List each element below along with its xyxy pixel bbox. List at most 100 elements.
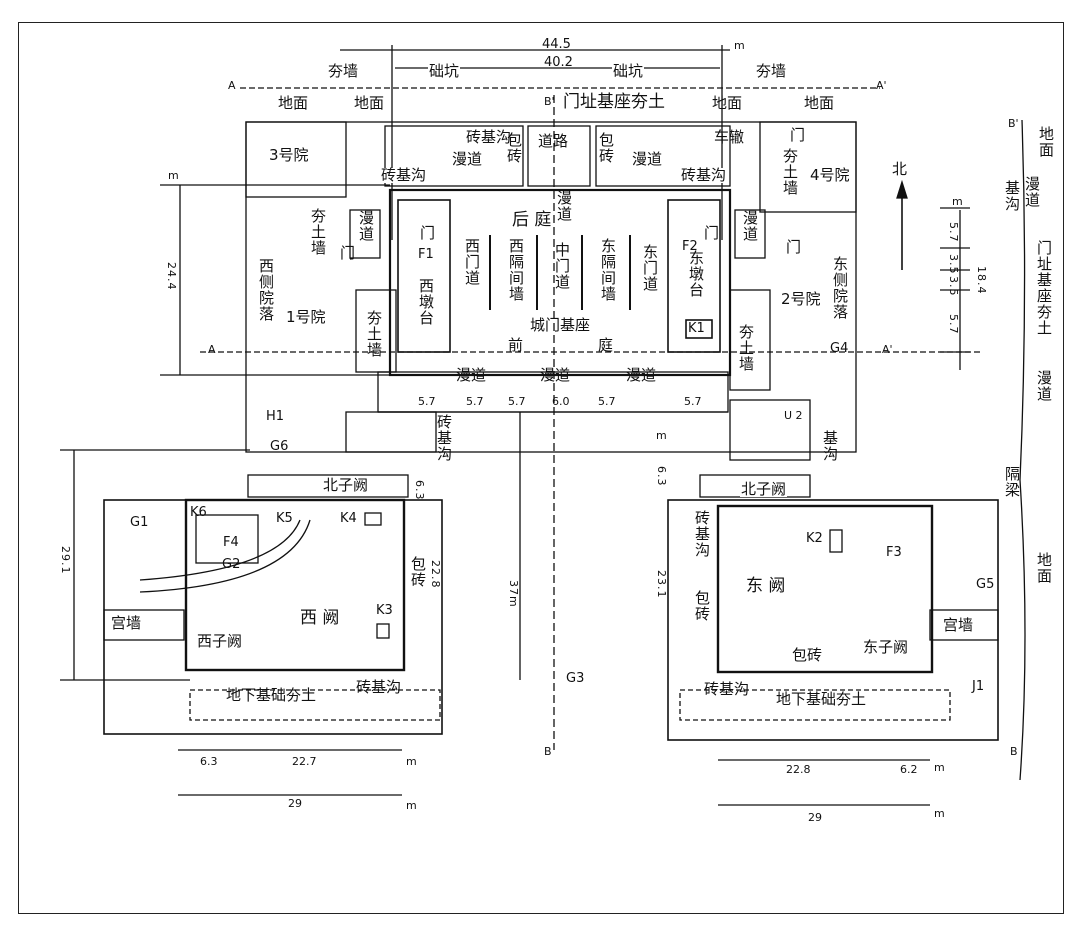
feature-j1-label: J1 [972, 679, 985, 694]
east-sub-que-label: 东子阙 [862, 638, 910, 656]
chukeng-left-label: 础坑 [428, 62, 461, 80]
west-partition-wall-label: 西隔间墙 [507, 238, 525, 302]
brick-trench-label: 砖基沟 [704, 680, 750, 698]
east-que-label: 东 阙 [746, 576, 786, 596]
brick-facing-label: 包砖 [505, 132, 523, 164]
dimension-label: 18.4 [975, 266, 988, 295]
hangqiang-right-label: 夯墙 [756, 62, 787, 80]
ramp-label: 漫道 [632, 150, 663, 168]
brick-trench-label: 砖基沟 [356, 678, 402, 696]
ramp-label: 漫道 [741, 210, 759, 242]
ramp-label: 漫道 [456, 366, 487, 384]
trench-g6-label: G6 [270, 439, 289, 454]
dimian-label: 地面 [278, 94, 309, 112]
feature-f2-label: F2 [682, 239, 698, 254]
gate-base-rammed-earth-label: 门址基座夯土 [1035, 240, 1053, 336]
pit-k4-label: K4 [340, 511, 357, 526]
trench-g3-label: G3 [566, 671, 585, 686]
underground-foundation-label: 地下基础夯土 [226, 686, 317, 704]
gate-base-rammed-earth-label: 门址基座夯土 [562, 92, 666, 112]
palace-wall-label: 宫墙 [942, 616, 975, 634]
section-a-prime-label: A' [876, 79, 887, 92]
yard-3-label: 3号院 [268, 146, 310, 164]
trench-g5-label: G5 [976, 577, 995, 592]
dimension-label: 6.3 [655, 466, 668, 487]
west-que-label: 西 阙 [300, 608, 340, 628]
west-passage-label: 西门道 [463, 238, 481, 286]
ramp-label: 漫道 [626, 366, 657, 384]
east-platform-label: 东墩台 [687, 250, 705, 298]
ramp-label: 漫道 [1035, 370, 1053, 402]
ramp-label: 漫道 [555, 190, 573, 222]
yard-4-label: 4号院 [810, 166, 850, 184]
feature-f4-label: F4 [222, 535, 240, 550]
west-sub-que-label: 西子阙 [196, 632, 244, 650]
north-sub-que-label: 北子阙 [322, 476, 370, 494]
west-courtyard-label: 西侧院落 [257, 258, 275, 322]
section-a-label: A [228, 79, 236, 92]
dimension-label: 3.5 [947, 276, 960, 297]
east-partition-wall-label: 东隔间墙 [599, 238, 617, 302]
section-b-prime-label: B' [1008, 117, 1019, 130]
dimension-label: 6.3 [200, 755, 218, 768]
dimension-label: 6.0 [552, 395, 570, 408]
dimension-label: 5.7 [508, 395, 526, 408]
meter-unit-label: m [406, 799, 417, 812]
meter-unit-label: m [734, 39, 745, 52]
yard-1-label: 1号院 [286, 308, 326, 326]
brick-trench-label: 砖基沟 [693, 510, 711, 558]
chukeng-right-label: 础坑 [612, 62, 645, 80]
foundation-trench-label: 基沟 [821, 430, 839, 462]
rammed-earth-wall-label: 夯土墙 [737, 324, 755, 372]
meter-unit-label: m [656, 429, 667, 442]
ground-label: 地面 [1035, 552, 1053, 584]
underground-foundation-label: 地下基础夯土 [776, 690, 867, 708]
dimension-label: 40.2 [544, 55, 573, 70]
trench-g4-label: G4 [830, 341, 849, 356]
section-b-label: B [544, 745, 552, 758]
feature-u2-label: U 2 [784, 409, 803, 422]
ramp-label: 漫道 [540, 366, 571, 384]
pit-k3-label: K3 [376, 603, 393, 618]
gate-base-label: 城门基座 [530, 316, 591, 334]
ramp-label: 漫道 [1023, 176, 1041, 208]
ramp-label: 漫道 [452, 150, 483, 168]
section-b-label: B [1010, 745, 1018, 758]
dimension-label: 22.8 [786, 763, 811, 776]
feature-h1-label: H1 [266, 409, 285, 424]
gate-label: 门 [340, 244, 356, 262]
baulk-label: 隔梁 [1003, 466, 1021, 498]
north-label: 北 [892, 160, 908, 178]
pit-k5-label: K5 [276, 511, 293, 526]
dimension-label: 22.8 [429, 560, 442, 589]
dimension-label: 5.7 [598, 395, 616, 408]
rammed-earth-wall-label: 夯土墙 [309, 208, 327, 256]
dimension-label: 22.7 [292, 755, 317, 768]
road-label: 道路 [538, 132, 569, 150]
dimian-label: 地面 [712, 94, 743, 112]
dimension-label: 44.5 [542, 37, 571, 52]
dimension-label: 3.5 [947, 254, 960, 275]
gate-label: 门 [704, 224, 720, 242]
brick-facing-label: 包砖 [792, 646, 823, 664]
brick-trench-label: 砖基沟 [435, 414, 453, 462]
meter-unit-label: m [168, 169, 179, 182]
rear-court-label: 后 庭 [512, 210, 552, 230]
section-a-prime-label: A' [882, 343, 893, 356]
dimension-label: 6.2 [900, 763, 918, 776]
dimension-label: 5.7 [684, 395, 702, 408]
pit-k1-label: K1 [688, 321, 705, 336]
dimension-label: 24.4 [165, 262, 178, 291]
rut-label: 车辙 [714, 128, 745, 146]
ground-label: 地面 [1037, 126, 1055, 158]
central-passage-label: 中门道 [553, 242, 571, 290]
pit-k2-label: K2 [806, 531, 823, 546]
ramp-label: 漫道 [357, 210, 375, 242]
drawing-frame [18, 22, 1064, 914]
east-passage-label: 东门道 [641, 244, 659, 292]
meter-unit-label: m [934, 807, 945, 820]
front-court-label: 庭 [598, 336, 614, 354]
meter-unit-label: m [934, 761, 945, 774]
trench-g1-label: G1 [130, 515, 149, 530]
